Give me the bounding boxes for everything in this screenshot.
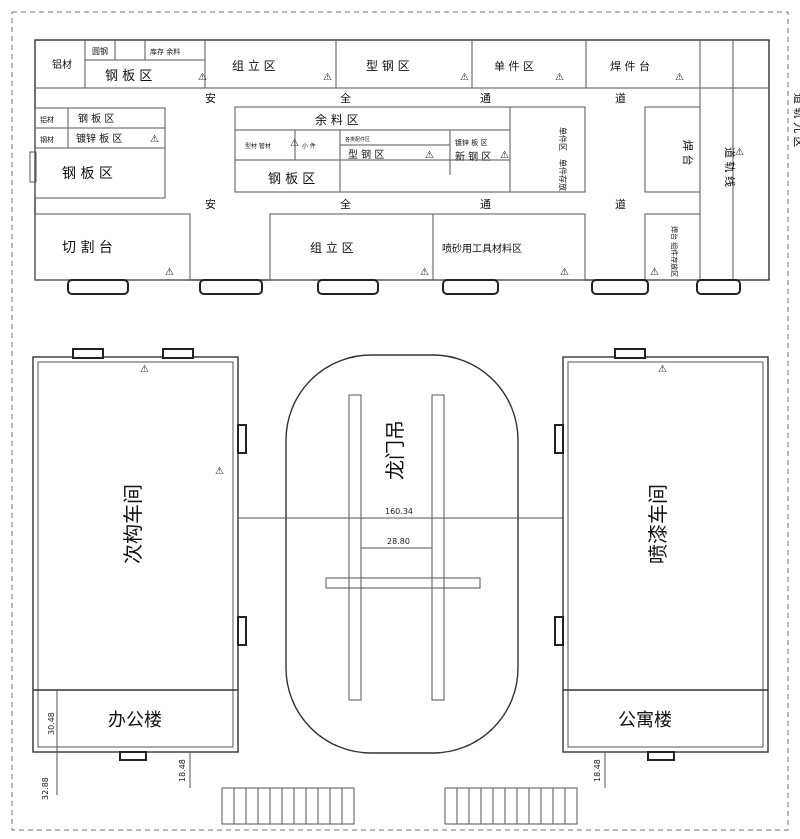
aisle-top-1: 安 (205, 91, 216, 105)
warning-icon: ⚠ (500, 150, 509, 161)
zone-center-s4: 型 钢 区 (348, 148, 384, 161)
site-boundary (11, 11, 789, 831)
zone-right-col2: 单件存放 (558, 159, 568, 191)
zone-center-s1: 型材 管材 (245, 142, 271, 150)
zone-xing-gang-1: 型 钢 区 (366, 59, 410, 73)
zone-tl-2: 圆钢 (92, 46, 108, 56)
zone-left-d: 镀锌 板 区 (76, 132, 122, 145)
warning-icon: ⚠ (560, 267, 569, 278)
right-workshop-label: 喷漆车间 (646, 484, 670, 564)
aisle-bottom-3: 通 (480, 198, 491, 211)
warning-icon: ⚠ (425, 150, 434, 161)
dim-span: 160.34 (385, 507, 413, 516)
warning-icon: ⚠ (150, 134, 159, 145)
warning-icon: ⚠ (323, 72, 332, 83)
right-workshop: 喷漆车间 公寓楼 ⚠ (554, 348, 769, 761)
aisle-bottom-1: 安 (205, 197, 216, 211)
warning-icon: ⚠ (735, 147, 744, 158)
aisle-top-2: 全 (340, 91, 351, 105)
warning-icon: ⚠ (658, 364, 667, 375)
left-workshop-label: 次构车间 (121, 484, 145, 564)
zone-dao-2: 道 轨 线 (723, 147, 737, 187)
zone-tl-3: 库存 余料 (150, 47, 180, 56)
left-workshop: 次构车间 办公楼 ⚠ ⚠ (32, 348, 247, 761)
zone-han-jie-1: 焊 件 台 (610, 59, 650, 73)
aisle-top-4: 道 (615, 91, 626, 105)
dimensions: 160.34 28.80 30.48 32.88 18.48 18.48 (41, 507, 606, 800)
zone-center-s5: 镀锌 板 区 (455, 138, 487, 147)
warning-icon: ⚠ (198, 72, 207, 83)
zone-left-b: 钢 板 区 (78, 112, 114, 125)
zone-center-top: 余 料 区 (315, 112, 359, 127)
aisle-bottom-2: 全 (340, 197, 351, 211)
zone-left-main: 钢 板 区 (62, 166, 113, 182)
warning-icon: ⚠ (165, 267, 174, 278)
zone-dao-1: 道 轨 九 区 (792, 93, 800, 148)
gantry-label: 龙门吊 (383, 420, 407, 480)
warning-icon: ⚠ (420, 267, 429, 278)
zone-zu-li-2: 组 立 区 (310, 240, 354, 255)
zone-left-a: 铝材 (40, 115, 54, 124)
zone-center-s3: 各类配件区 (345, 136, 370, 143)
warning-icon: ⚠ (675, 72, 684, 83)
zone-zu-li-1: 组 立 区 (232, 58, 276, 73)
zone-center-s2: 小 件 (302, 142, 316, 150)
parking-area (221, 787, 578, 825)
zone-dao-ju: 喷砂用工具材料区 (442, 242, 522, 255)
warning-icon: ⚠ (555, 72, 564, 83)
zone-tl-1: 铝材 (52, 58, 72, 71)
dim-left-bottom: 32.88 (41, 777, 50, 800)
zone-tl-4: 钢 板 区 (105, 69, 152, 84)
dim-rail: 28.80 (387, 537, 410, 546)
warning-icon: ⚠ (460, 72, 469, 83)
warning-icon: ⚠ (650, 267, 659, 278)
warning-icon: ⚠ (140, 364, 149, 375)
gantry-area: 龙门吊 (285, 354, 519, 754)
warning-icon: ⚠ (215, 466, 224, 477)
zone-center-s6: 新 钢 区 (455, 150, 491, 163)
zone-right-col: 单件区 (558, 127, 568, 151)
zone-left-c: 钢材 (40, 135, 54, 144)
warning-icon: ⚠ (290, 138, 299, 149)
zone-qie-ge: 切 割 台 (62, 239, 113, 256)
office-label: 办公楼 (108, 710, 162, 731)
top-building: 铝材 圆钢 库存 余料 钢 板 区 组 立 区 型 钢 区 单 件 区 焊 件 … (29, 39, 800, 295)
dim-left-step: 18.48 (178, 759, 187, 782)
zone-center-bottom: 钢 板 区 (268, 172, 315, 187)
apartment-label: 公寓楼 (618, 710, 672, 731)
aisle-bottom-4: 道 (615, 197, 626, 211)
zone-ban-jian: 单 件 区 (494, 60, 534, 73)
dim-office-h: 30.48 (47, 712, 56, 735)
dim-right-step: 18.48 (593, 759, 602, 782)
zone-han-tai: 焊 台 (681, 140, 695, 166)
aisle-top-3: 通 (480, 92, 491, 105)
zone-han-small: 焊台 组件存放区 (670, 226, 679, 277)
